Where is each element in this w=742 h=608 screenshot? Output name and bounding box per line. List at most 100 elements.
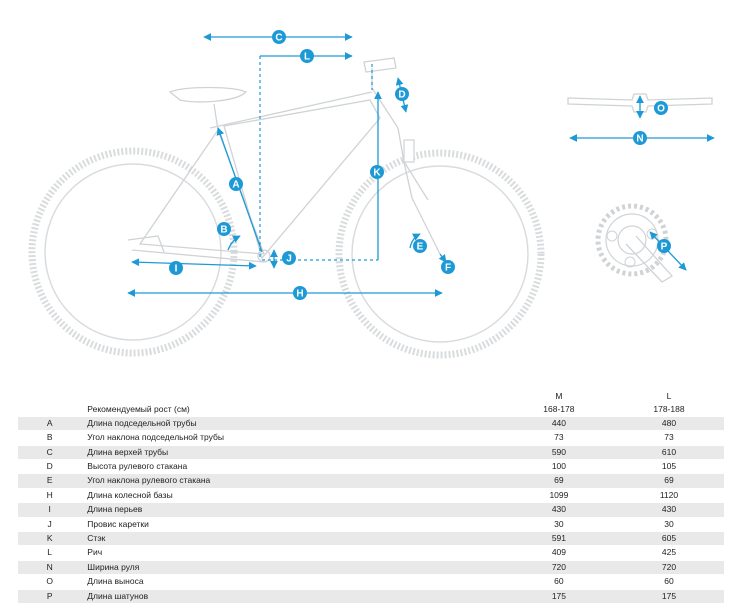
marker-h: H: [293, 286, 307, 300]
row-value-l: 69: [613, 473, 724, 489]
rear-wheel: [28, 147, 238, 357]
bike-frame: [127, 57, 441, 263]
row-value-m: 73: [503, 430, 614, 446]
row-value-m: 175: [503, 589, 614, 605]
marker-o: O: [654, 101, 668, 115]
marker-b-label: B: [220, 225, 227, 236]
row-letter: J: [18, 517, 82, 533]
size-l-range: 178-188: [653, 404, 685, 415]
row-value-m: 440: [503, 416, 614, 432]
row-name: Угол наклона подседельной трубы: [81, 430, 504, 446]
marker-i-label: I: [175, 264, 178, 275]
row-letter: P: [18, 589, 82, 605]
row-value-l: 1120: [613, 488, 724, 504]
row-value-m: 430: [503, 502, 614, 518]
row-name: Длина шатунов: [81, 589, 504, 605]
row-value-m: 590: [503, 445, 614, 461]
row-letter: I: [18, 502, 82, 518]
row-letter: N: [18, 560, 82, 576]
marker-j-label: J: [286, 254, 292, 265]
marker-n: N: [633, 131, 647, 145]
row-name: Высота рулевого стакана: [81, 459, 504, 475]
row-name: Угол наклона рулевого стакана: [81, 473, 504, 489]
marker-f-label: F: [445, 263, 451, 274]
row-name: Длина колесной базы: [81, 488, 504, 504]
row-value-l: 480: [613, 416, 724, 432]
size-name-row: M L: [18, 390, 724, 403]
size-m-range: 168-178: [543, 404, 575, 415]
row-value-l: 30: [613, 517, 724, 533]
marker-k: K: [370, 165, 384, 179]
row-name: Рич: [81, 545, 504, 561]
marker-j: J: [282, 251, 296, 265]
marker-a-label: A: [232, 180, 239, 191]
row-name: Длина верхей трубы: [81, 445, 504, 461]
row-name: Длина перьев: [81, 502, 504, 518]
marker-f: F: [441, 260, 455, 274]
marker-l: L: [300, 49, 314, 63]
row-value-l: 605: [613, 531, 724, 547]
row-letter: O: [18, 574, 82, 590]
marker-c-label: C: [275, 33, 282, 44]
marker-d: D: [395, 87, 409, 101]
geometry-table: M L Рекомендуемый рост (см) 168-178 178-…: [18, 390, 724, 605]
row-name: Длина выноса: [81, 574, 504, 590]
marker-b: B: [217, 222, 231, 236]
row-letter: B: [18, 430, 82, 446]
row-name: Длина подседельной трубы: [81, 416, 504, 432]
marker-i: I: [169, 261, 183, 275]
row-value-m: 69: [503, 473, 614, 489]
row-letter: E: [18, 473, 82, 489]
marker-o-label: O: [657, 104, 665, 115]
row-value-l: 60: [613, 574, 724, 590]
row-value-l: 430: [613, 502, 724, 518]
size-m-name: M: [555, 391, 563, 401]
marker-a: A: [229, 177, 243, 191]
row-value-l: 105: [613, 459, 724, 475]
row-value-m: 409: [503, 545, 614, 561]
row-letter: D: [18, 459, 82, 475]
marker-e-label: E: [417, 242, 424, 253]
row-letter: C: [18, 445, 82, 461]
row-value-m: 720: [503, 560, 614, 576]
row-letter: H: [18, 488, 82, 504]
marker-k-label: K: [373, 168, 381, 179]
size-l-name: L: [666, 391, 672, 401]
dimension-lines: [127, 33, 715, 297]
row-value-m: 60: [503, 574, 614, 590]
marker-c: C: [272, 30, 286, 44]
front-wheel: [335, 149, 545, 359]
row-value-l: 720: [613, 560, 724, 576]
row-name: Провис каретки: [81, 517, 504, 533]
row-value-l: 425: [613, 545, 724, 561]
row-value-l: 73: [613, 430, 724, 446]
row-value-m: 591: [503, 531, 614, 547]
row-value-m: 1099: [503, 488, 614, 504]
row-value-l: 175: [613, 589, 724, 605]
height-header-label: Рекомендуемый рост (см): [87, 404, 190, 415]
row-letter: L: [18, 545, 82, 561]
marker-d-label: D: [398, 90, 405, 101]
row-letter: K: [18, 531, 82, 547]
marker-e: E: [413, 239, 427, 253]
size-range-row: Рекомендуемый рост (см) 168-178 178-188: [18, 403, 724, 416]
bike-geometry-diagram: C L D A K B J E F I H O N P: [28, 30, 715, 359]
row-value-m: 100: [503, 459, 614, 475]
handlebar-top-view: [567, 93, 713, 113]
row-value-l: 610: [613, 445, 724, 461]
row-letter: A: [18, 416, 82, 432]
marker-n-label: N: [636, 134, 643, 145]
